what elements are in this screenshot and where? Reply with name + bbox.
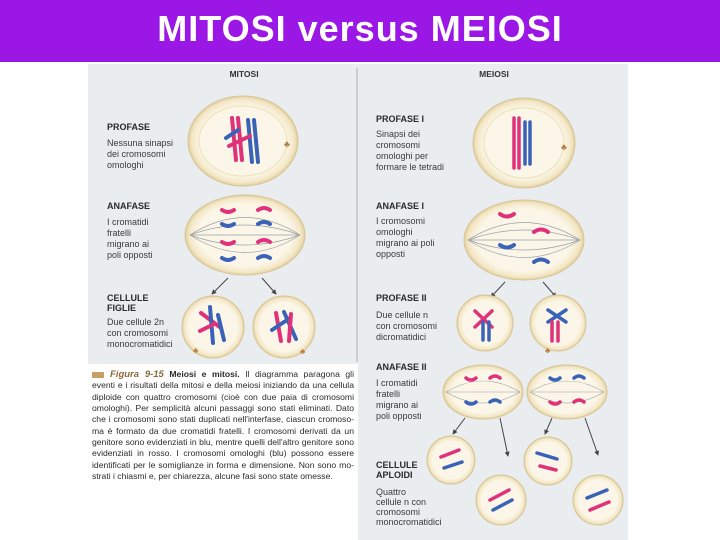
mitosis-prophase-cell: ♣ (188, 96, 298, 186)
meiosis-prophase1-line: formare le tetradi (376, 162, 444, 172)
chromatid-red (466, 378, 476, 380)
meiosis-anaphase2-line: poli opposti (376, 411, 422, 421)
chromatid-red (222, 210, 234, 212)
mitosis-daughters-heading: CELLULE (107, 293, 149, 303)
centriole-icon: ♣ (545, 346, 551, 355)
chromatid-red (574, 400, 584, 402)
meiosis-prophase2-line: dicromatidici (376, 332, 426, 342)
meiosis-anaphase1-heading: ANAFASE I (376, 201, 424, 211)
meiosis-anaphase2-cell (527, 365, 607, 419)
meiosis-anaphase1-line: migrano ai poli (376, 238, 435, 248)
chromatid-red (550, 402, 560, 404)
mitosis-prophase-line: Nessuna sinapsi (107, 138, 173, 148)
chromatid-blue (490, 400, 500, 402)
meiosis-column-heading: MEIOSI (479, 69, 509, 79)
title-bar: MITOSI versus MEIOSI (0, 0, 720, 62)
meiosis-anaphase1-line: opposti (376, 249, 405, 259)
meiosis-prophase2-heading: PROFASE II (376, 293, 427, 303)
centriole-icon: ♣ (300, 347, 306, 356)
meiosis-prophase1-cell: ♣ (473, 98, 575, 188)
mitosis-column-heading: MITOSI (229, 69, 258, 79)
mitosis-daughters-line: Due cellule 2n (107, 317, 164, 327)
svg-text:I cromatidifratellimigrano aip: I cromatidifratellimigrano aipoli oppost… (376, 378, 422, 421)
caption-text: Il diagramma paragona gli eventi e i ris… (92, 369, 354, 481)
chromatid-red (258, 208, 270, 210)
figure-caption: Figura 9-15 Meiosi e mitosi. Il diagramm… (92, 369, 354, 537)
chromosome-red (289, 314, 291, 341)
meiosis-prophase2-line: con cromosomi (376, 321, 437, 331)
mitosis-daughters-line: con cromosomi (107, 328, 168, 338)
meiosis-prophase1-line: cromosomi (376, 140, 420, 150)
figure-title: Meiosi e mitosi. (169, 369, 239, 379)
centriole-icon: ♣ (193, 346, 199, 355)
chromatid-blue (222, 224, 234, 226)
meiosis-haploid-line: Quattro (376, 487, 406, 497)
haploid-cell (427, 436, 475, 484)
meiosis-haploid-heading: CELLULE (376, 460, 418, 470)
mitosis-anaphase-line: fratelli (107, 228, 131, 238)
mitosis-prophase-line: omologhi (107, 160, 144, 170)
meiosis-anaphase2-line: fratelli (376, 389, 400, 399)
mitosis-prophase-line: dei cromosomi (107, 149, 166, 159)
mitosis-anaphase-cell (185, 195, 305, 275)
meiosis-anaphase1-line: omologhi (376, 227, 413, 237)
meiosis-anaphase2-line: migrano ai (376, 400, 418, 410)
chromatid-blue (258, 222, 270, 224)
chromatid-blue (258, 256, 270, 258)
meiosis-prophase1-line: omologhi per (376, 151, 428, 161)
slide-title: MITOSI versus MEIOSI (0, 8, 720, 50)
meiosis-anaphase2-line: I cromatidi (376, 378, 418, 388)
meiosis-prophase1-line: Sinapsi dei (376, 129, 420, 139)
mitosis-daughter-cell: ♣ (182, 296, 244, 358)
meiosis-anaphase1-cell (464, 200, 584, 280)
centriole-icon: ♣ (284, 139, 290, 149)
chromatid-blue (550, 378, 560, 380)
caption-marker (92, 372, 104, 378)
mitosis-daughters-heading: FIGLIE (107, 303, 136, 313)
chromatid-red (490, 376, 500, 378)
meiosis-prophase2-cell (457, 295, 513, 351)
meiosis-anaphase1-line: I cromosomi (376, 216, 425, 226)
meiosis-prophase2-line: Due cellule n (376, 310, 428, 320)
haploid-cell (476, 475, 526, 525)
mitosis-anaphase-heading: ANAFASE (107, 201, 150, 211)
mitosis-prophase-heading: PROFASE (107, 122, 150, 132)
chromatid-blue (574, 376, 584, 378)
chromatid-red (258, 240, 270, 242)
meiosis-haploid-line: cromosomi (376, 507, 420, 517)
meiosis-haploid-heading: APLOIDI (376, 470, 413, 480)
mitosis-anaphase-line: migrano ai (107, 239, 149, 249)
chromatid-blue (222, 258, 234, 260)
mitosis-anaphase-line: I cromatidi (107, 217, 149, 227)
haploid-cell (524, 437, 572, 485)
chromatid-blue (466, 402, 476, 404)
chromatid-red (222, 242, 234, 244)
meiosis-prophase1-heading: PROFASE I (376, 114, 424, 124)
meiosis-haploid-line: cellule n con (376, 497, 426, 507)
figure-number: Figura 9-15 (110, 369, 164, 380)
meiosis-haploid-line: monocromatidici (376, 517, 442, 527)
meiosis-anaphase2-cell (443, 365, 523, 419)
haploid-cell (573, 475, 623, 525)
mitosis-daughter-cell: ♣ (253, 296, 315, 358)
mitosis-anaphase-line: poli opposti (107, 250, 153, 260)
centriole-icon: ♣ (561, 142, 567, 152)
mitosis-daughters-line: monocromatidici (107, 339, 173, 349)
meiosis-anaphase2-heading: ANAFASE II (376, 362, 427, 372)
